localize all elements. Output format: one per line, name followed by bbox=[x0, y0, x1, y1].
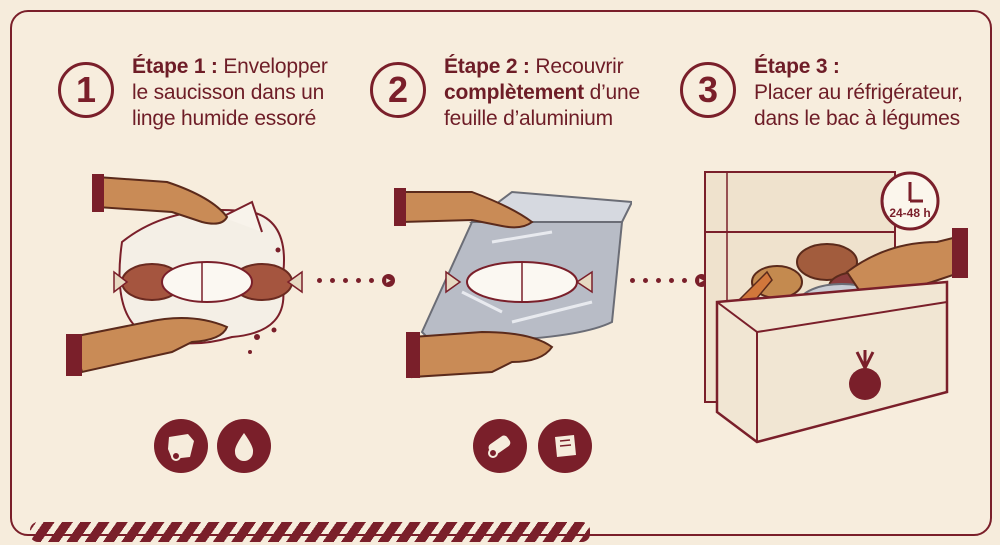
step-2-number: 2 bbox=[370, 62, 426, 118]
infographic-frame: 1 Étape 1 : Envelopper le saucisson dans… bbox=[10, 10, 992, 536]
beet-icon bbox=[849, 350, 881, 400]
step-3-text: Étape 3 : Placer au réfrigérateur, dans … bbox=[754, 54, 963, 132]
step-2-line3: feuille d’aluminium bbox=[444, 107, 613, 130]
step-3-line2: Placer au réfrigérateur, bbox=[754, 81, 963, 104]
step-2-text: Étape 2 : Recouvrir complètement d’une f… bbox=[444, 54, 640, 132]
step-1-line1: Envelopper bbox=[217, 55, 328, 78]
step-3-header: 3 Étape 3 : Placer au réfrigérateur, dan… bbox=[680, 54, 963, 132]
step-1-number: 1 bbox=[58, 62, 114, 118]
step-1-illustration bbox=[66, 174, 303, 376]
step-2-bold: complètement bbox=[444, 81, 584, 104]
step-3-label: Étape 3 : bbox=[754, 55, 840, 78]
chevron-right-icon: ▸ bbox=[382, 274, 395, 287]
decorative-stripe bbox=[30, 522, 590, 542]
step-3-line3: dans le bac à légumes bbox=[754, 107, 960, 130]
step-1-line2: le saucisson dans un bbox=[132, 81, 325, 104]
step-1-label: Étape 1 : bbox=[132, 55, 218, 78]
step-1-line3: linge humide essoré bbox=[132, 107, 317, 130]
step-1-text: Étape 1 : Envelopper le saucisson dans u… bbox=[132, 54, 328, 132]
arrow-step-1-to-2: ▸ bbox=[317, 274, 395, 287]
cloth-icon bbox=[154, 419, 208, 473]
clock-icon bbox=[879, 170, 941, 232]
foil-sheet-icon bbox=[538, 419, 592, 473]
step-3-illustration bbox=[704, 171, 968, 444]
step-2-header: 2 Étape 2 : Recouvrir complètement d’une… bbox=[370, 54, 640, 132]
timer-label: 24-48 h bbox=[889, 206, 931, 220]
water-drop-icon bbox=[217, 419, 271, 473]
step-1-header: 1 Étape 1 : Envelopper le saucisson dans… bbox=[58, 54, 328, 132]
step-2-line2: d’une bbox=[583, 81, 641, 104]
step-2-label: Étape 2 : bbox=[444, 55, 530, 78]
step-2-line1: Recouvrir bbox=[529, 55, 624, 78]
foil-roll-icon bbox=[473, 419, 527, 473]
step-2-illustration bbox=[394, 188, 632, 379]
step-3-number: 3 bbox=[680, 62, 736, 118]
